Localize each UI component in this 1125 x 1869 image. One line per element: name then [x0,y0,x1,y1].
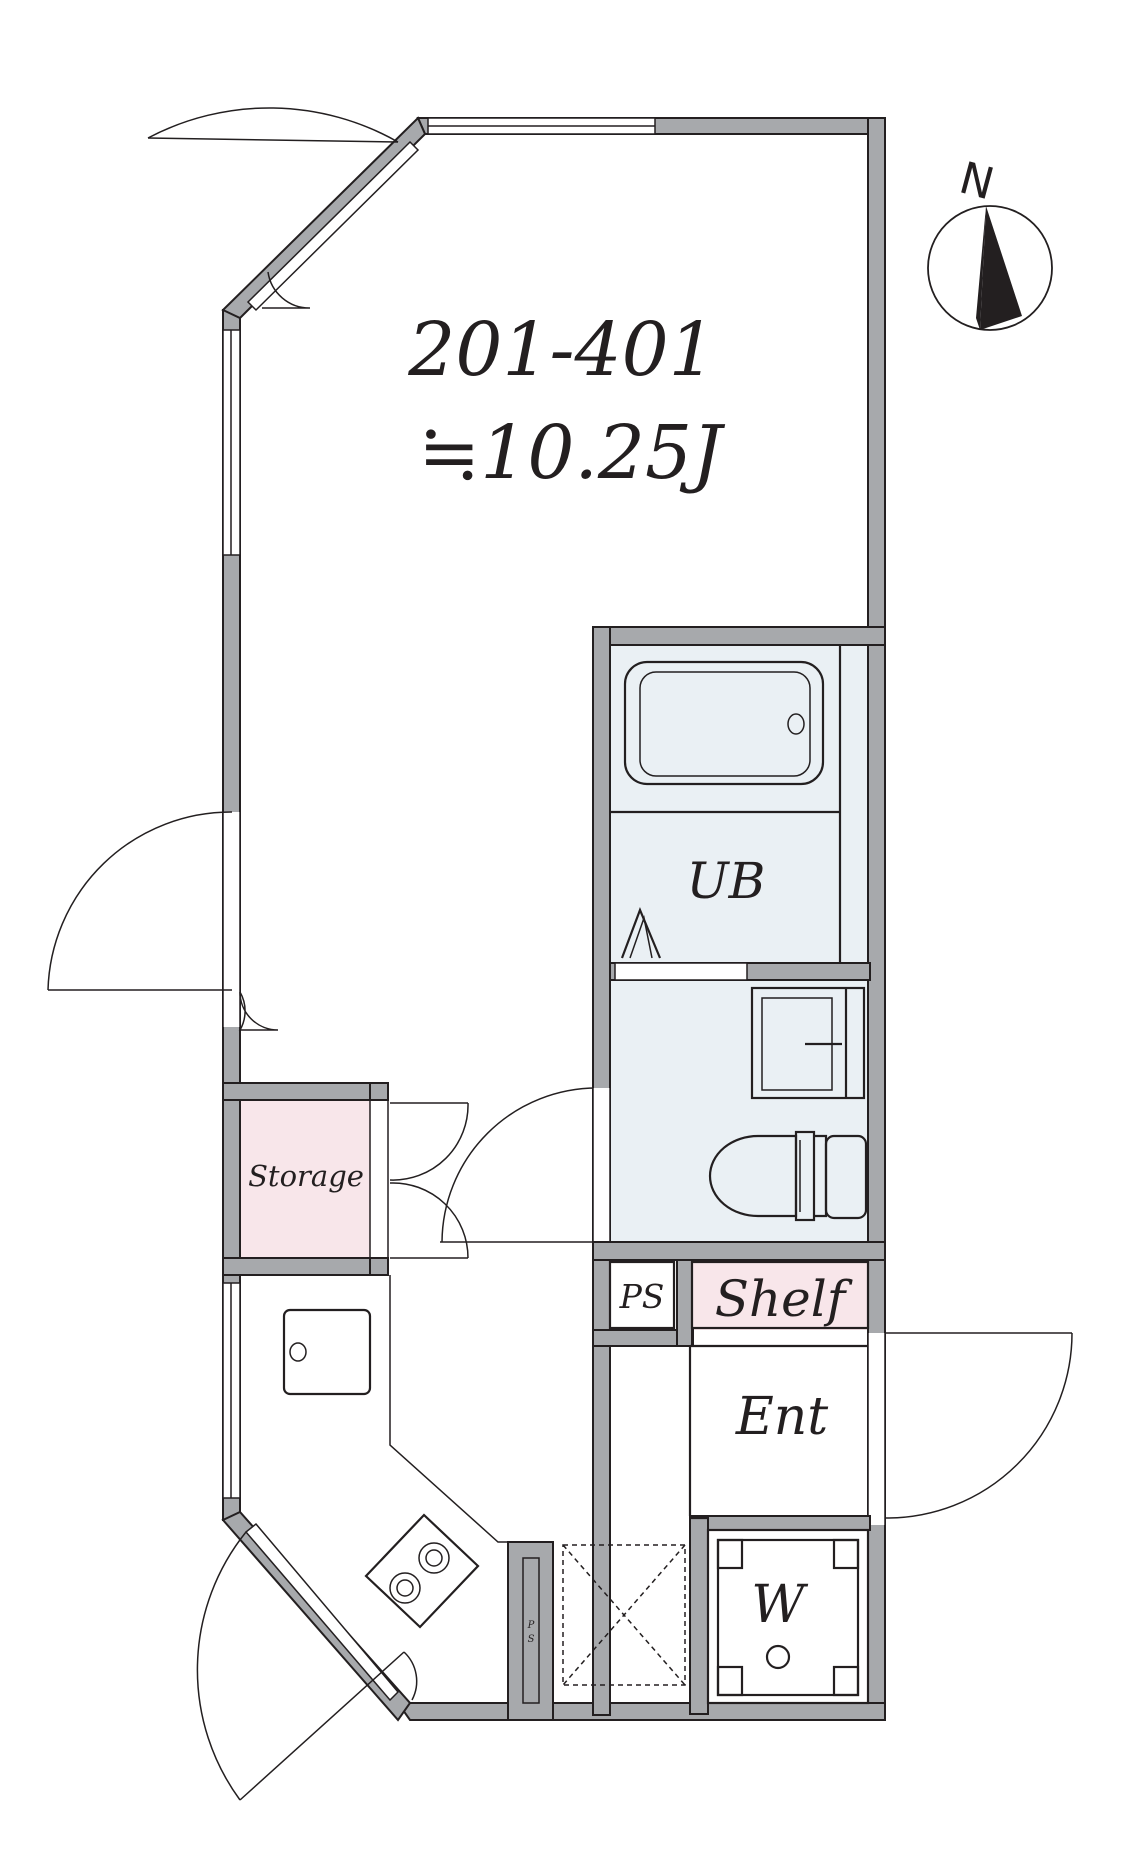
toilet-fill [610,980,870,1242]
windows [222,117,656,1499]
toilet [708,1130,868,1222]
bath-fill [610,645,870,963]
kitchen-counter [389,1275,554,1703]
stove-icon [364,1513,480,1629]
unit-area: ≒10.25J [418,410,726,496]
door-openings [222,140,886,1702]
washer-label: W [751,1575,808,1635]
bath-label: UB [687,852,766,910]
pipe-space-box [608,1260,676,1330]
pipe-space-label: PS [619,1277,665,1316]
bathtub [623,660,825,786]
shelf-label: Shelf [715,1270,853,1328]
small-pipe-space [522,1557,540,1704]
compass-north-label: N [954,153,999,211]
shelf-fill [692,1262,868,1330]
small-ps-label-bottom: S [528,1634,535,1645]
washbasin [750,986,866,1100]
shower-mixer-icon [620,907,662,959]
north-compass-icon [927,205,1053,331]
storage-label: Storage [248,1159,364,1193]
shelf-box [690,1260,870,1330]
storage-fill [240,1100,370,1258]
entrance-label: Ent [735,1387,828,1447]
washer [706,1528,870,1705]
floor-storage-dashed [562,1544,686,1686]
small-ps-label-top: P [527,1620,535,1631]
unit-number: 201-401 [407,307,716,393]
interior-walls [222,626,886,1721]
sink [282,1308,372,1396]
